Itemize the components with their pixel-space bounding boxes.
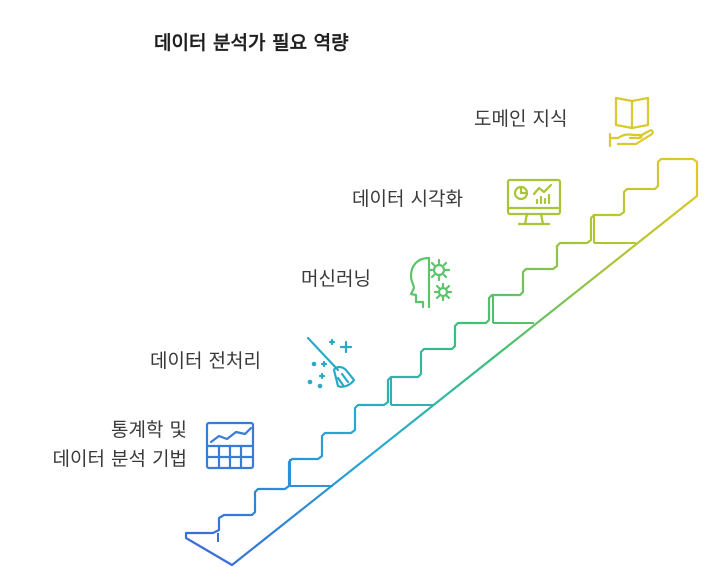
head-gears-icon: [409, 256, 453, 309]
step-label-machine-learning: 머신러닝: [301, 268, 371, 290]
open-book-hand-icon: [608, 96, 654, 148]
step-label-data-visualization: 데이터 시각화: [352, 188, 463, 210]
step-label-statistics-line1: 통계학 및: [111, 419, 187, 441]
broom-sparkle-icon: [306, 336, 356, 389]
monitor-chart-icon: [506, 178, 562, 226]
step-label-data-preprocessing: 데이터 전처리: [150, 350, 261, 372]
diagram-title: 데이터 분석가 필요 역량: [154, 32, 349, 54]
stair-inner-lines: [217, 215, 636, 542]
stair-outline: [184, 157, 699, 567]
step-label-statistics-line2: 데이터 분석 기법: [52, 448, 187, 470]
step-label-domain-knowledge: 도메인 지식: [474, 108, 568, 130]
grid-chart-icon: [205, 421, 255, 470]
